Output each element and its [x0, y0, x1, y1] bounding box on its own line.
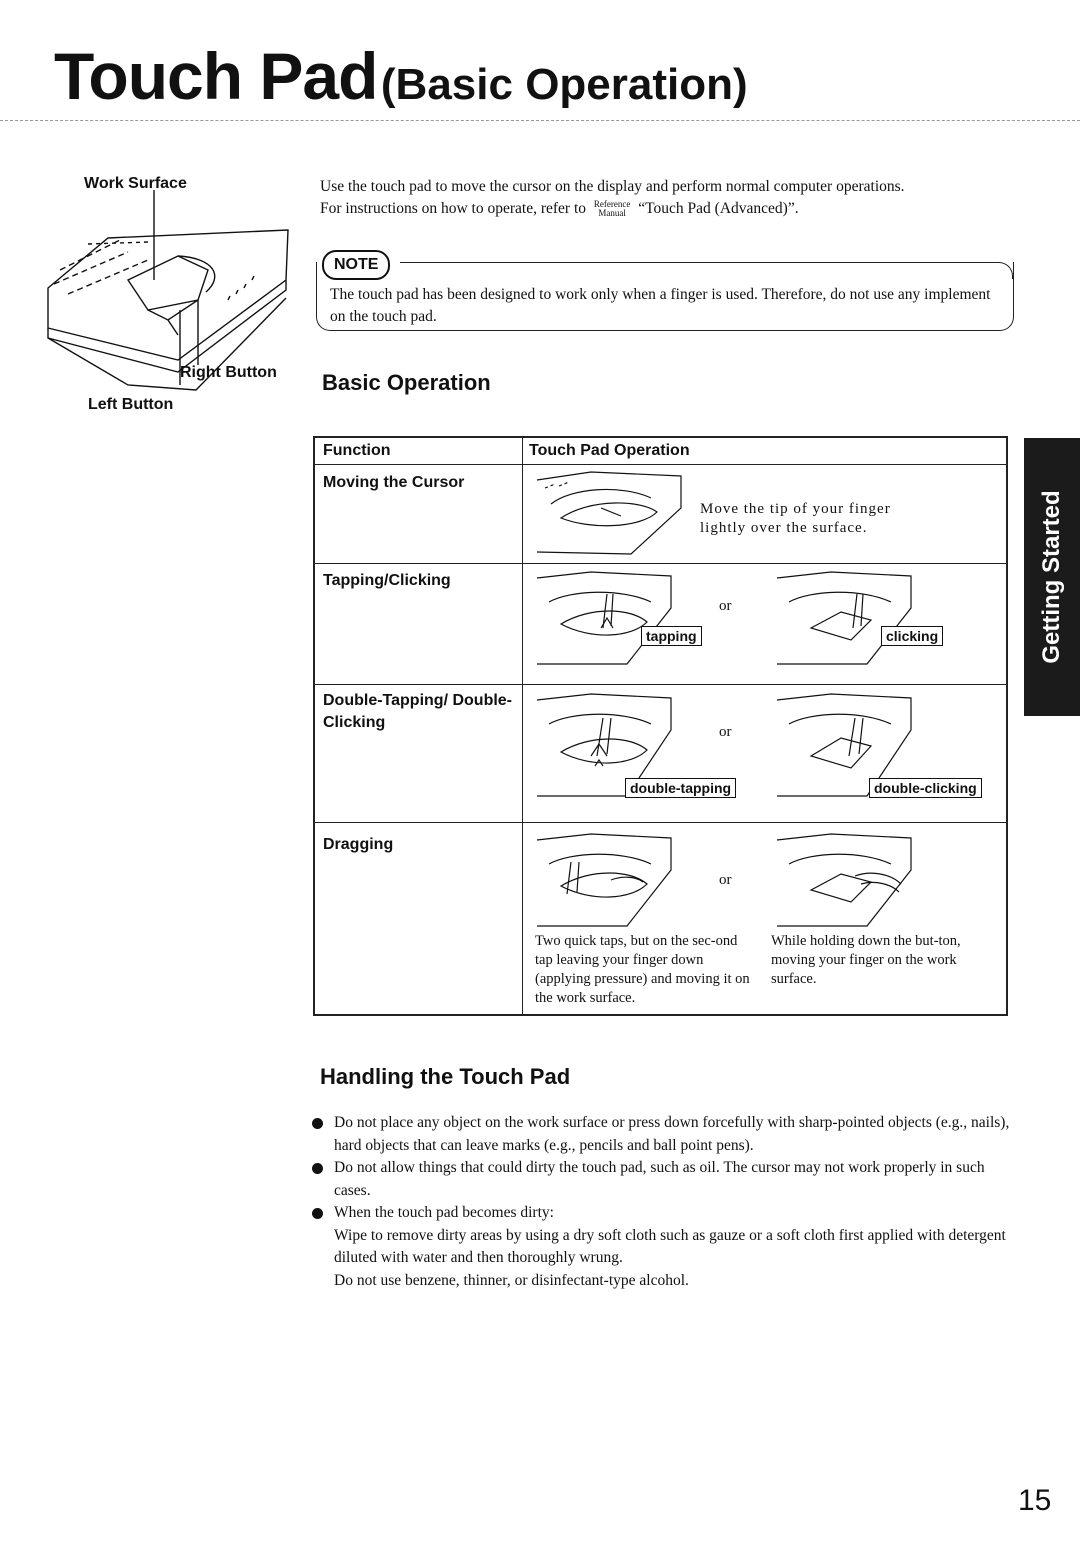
clicking-tag: clicking — [881, 626, 944, 646]
or-word: or — [719, 724, 732, 740]
side-tab — [1024, 438, 1080, 716]
table-header-rule — [315, 464, 1006, 465]
note-badge: NOTE — [322, 250, 391, 280]
tapping-illustration — [536, 571, 672, 665]
dragging-tap-illustration — [536, 833, 672, 927]
moving-cursor-desc: Move the tip of your finger lightly over… — [700, 501, 891, 536]
double-clicking-illustration — [776, 693, 912, 797]
function-moving-cursor: Moving the Cursor — [323, 474, 465, 491]
tapping-tag: tapping — [641, 626, 702, 646]
reference-mark-bottom: Manual — [598, 208, 626, 219]
laptop-illustration — [28, 160, 300, 420]
handling-list: Do not place any object on the work surf… — [312, 1112, 1012, 1292]
or-word: or — [719, 598, 732, 614]
double-tapping-tag: double-tapping — [625, 778, 737, 798]
dragging-button-desc: While holding down the but-ton, moving y… — [771, 933, 961, 987]
reference-mark-top: Reference — [593, 199, 631, 210]
handling-dirty-line-1: Wipe to remove dirty areas by using a dr… — [334, 1226, 1006, 1267]
work-surface-label: Work Surface — [84, 175, 187, 192]
handling-heading: Handling the Touch Pad — [320, 1064, 571, 1089]
table-row-rule — [315, 822, 1006, 823]
page-title-sub: (Basic Operation) — [380, 60, 748, 109]
function-dragging: Dragging — [323, 836, 394, 853]
double-tapping-illustration — [536, 693, 672, 797]
table-column-divider — [522, 438, 523, 1014]
note-rule — [400, 262, 1000, 263]
function-double-tapping-clicking: Double-Tapping/ Double-Clicking — [323, 692, 513, 731]
table-row-rule — [315, 563, 1006, 564]
dragging-tap-desc: Two quick taps, but on the sec-ond tap l… — [535, 933, 750, 1006]
intro-line-2: For instructions on how to operate, refe… — [320, 198, 1020, 220]
handling-item-2: Do not allow things that could dirty the… — [334, 1159, 985, 1199]
side-tab-label: Getting Started — [1038, 490, 1065, 664]
function-tapping-clicking: Tapping/Clicking — [323, 572, 451, 589]
right-button-label: Right Button — [180, 364, 277, 381]
table-row-rule — [315, 684, 1006, 685]
note-text: The touch pad has been designed to work … — [330, 286, 991, 325]
title-rule — [0, 120, 1080, 121]
intro-line-2-before: For instructions on how to operate, refe… — [320, 200, 587, 217]
basic-operation-table: Function Touch Pad Operation Moving the … — [313, 436, 1008, 1016]
intro-line-2-after: “Touch Pad (Advanced)”. — [638, 200, 799, 217]
moving-cursor-illustration — [536, 471, 682, 555]
handling-item-1: Do not place any object on the work surf… — [334, 1114, 1010, 1154]
handling-dirty-line-2: Do not use benzene, thinner, or disinfec… — [334, 1271, 689, 1289]
column-header-function: Function — [323, 442, 391, 459]
list-item: Do not place any object on the work surf… — [312, 1112, 1012, 1157]
dragging-button-illustration — [776, 833, 912, 927]
laptop-touch-pad-image — [47, 190, 289, 391]
note-box — [316, 262, 1014, 331]
or-word: or — [719, 872, 732, 888]
clicking-illustration — [776, 571, 912, 665]
list-item: When the touch pad becomes dirty: Wipe t… — [312, 1202, 1012, 1292]
column-header-touch-pad-operation: Touch Pad Operation — [529, 442, 690, 459]
basic-operation-heading: Basic Operation — [322, 370, 491, 395]
intro-line-1: Use the touch pad to move the cursor on … — [320, 178, 905, 195]
list-item: Do not allow things that could dirty the… — [312, 1157, 1012, 1202]
handling-item-3: When the touch pad becomes dirty: — [334, 1204, 554, 1221]
intro-text: Use the touch pad to move the cursor on … — [320, 176, 1020, 220]
page-title-main: Touch Pad — [54, 39, 378, 113]
page-number: 15 — [1018, 1484, 1052, 1517]
page-title: Touch Pad (Basic Operation) — [54, 38, 748, 114]
left-button-label: Left Button — [88, 396, 174, 413]
double-clicking-tag: double-clicking — [869, 778, 982, 798]
